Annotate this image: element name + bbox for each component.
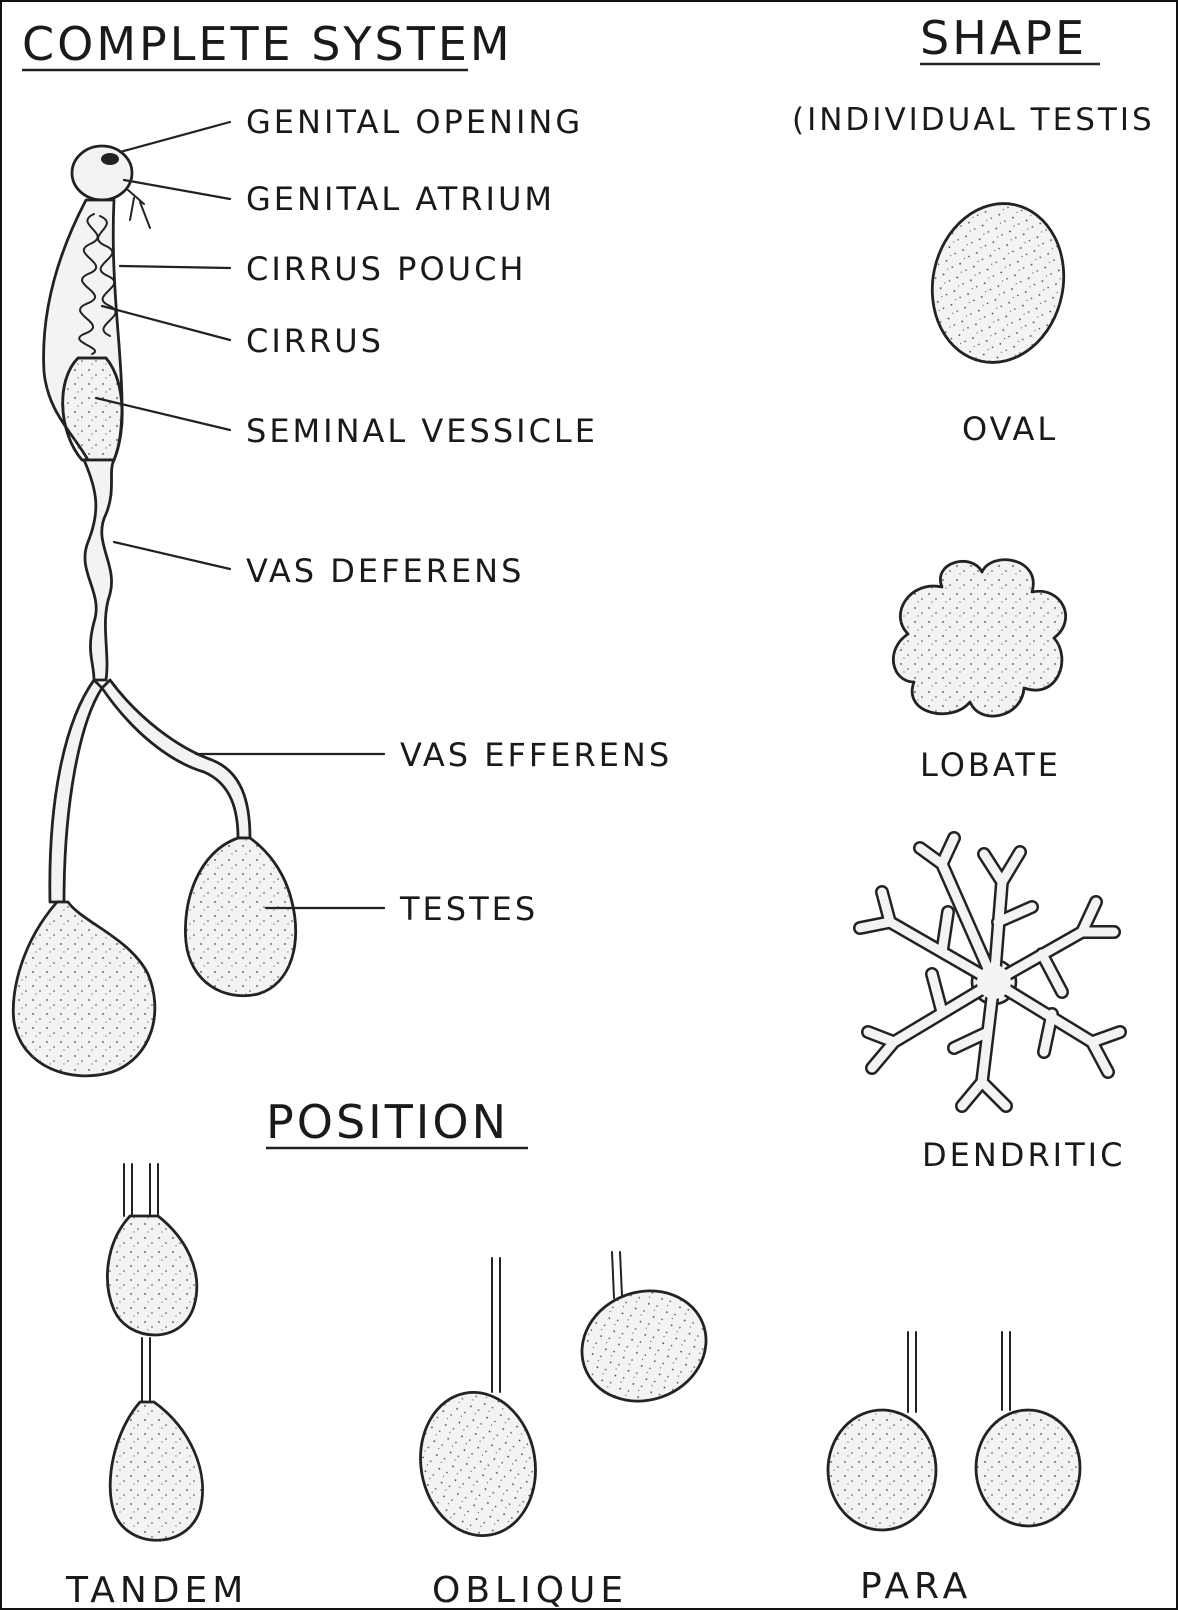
vas-efferens-right-shape	[102, 680, 250, 838]
genital-opening-leader	[120, 122, 230, 152]
position-title: POSITION	[266, 1095, 509, 1149]
label-vas-deferens: VAS DEFERENS	[246, 552, 524, 590]
label-vas-efferens: VAS EFFERENS	[400, 736, 672, 774]
caption-tandem: TANDEM	[65, 1570, 248, 1610]
complete-system-title: COMPLETE SYSTEM	[22, 17, 513, 71]
oblique-arrangement	[409, 1252, 721, 1545]
cirrus-leader	[102, 306, 230, 340]
dendritic-testis-shape	[860, 838, 1120, 1106]
caption-oblique: OBLIQUE	[432, 1570, 628, 1610]
label-seminal-vessicle: SEMINAL VESSICLE	[246, 412, 598, 450]
genital-atrium-leader	[124, 180, 230, 199]
vas-deferens-shape	[84, 460, 114, 680]
caption-dendritic: DENDRITIC	[922, 1136, 1125, 1174]
label-genital-opening: GENITAL OPENING	[246, 103, 583, 141]
cirrus-pouch-leader	[120, 266, 230, 268]
label-cirrus: CIRRUS	[246, 322, 384, 360]
label-genital-atrium: GENITAL ATRIUM	[246, 180, 555, 218]
caption-oval: OVAL	[962, 410, 1058, 448]
genital-opening-shape	[101, 153, 119, 165]
label-testes: TESTES	[399, 890, 538, 928]
caption-lobate: LOBATE	[920, 746, 1061, 784]
shape-subtitle: (INDIVIDUAL TESTIS	[792, 102, 1155, 138]
caption-para: PARA	[860, 1566, 972, 1607]
vas-deferens-leader	[114, 542, 230, 569]
label-cirrus-pouch: CIRRUS POUCH	[246, 250, 526, 288]
shape-section: SHAPE (INDIVIDUAL TESTIS OVAL LOBATE	[792, 11, 1155, 1174]
vas-efferens-left-shape	[50, 680, 102, 902]
shape-title: SHAPE	[920, 11, 1087, 65]
para-arrangement	[828, 1332, 1080, 1530]
complete-system-section: COMPLETE SYSTEM	[13, 17, 672, 1076]
tandem-arrangement	[107, 1164, 202, 1540]
